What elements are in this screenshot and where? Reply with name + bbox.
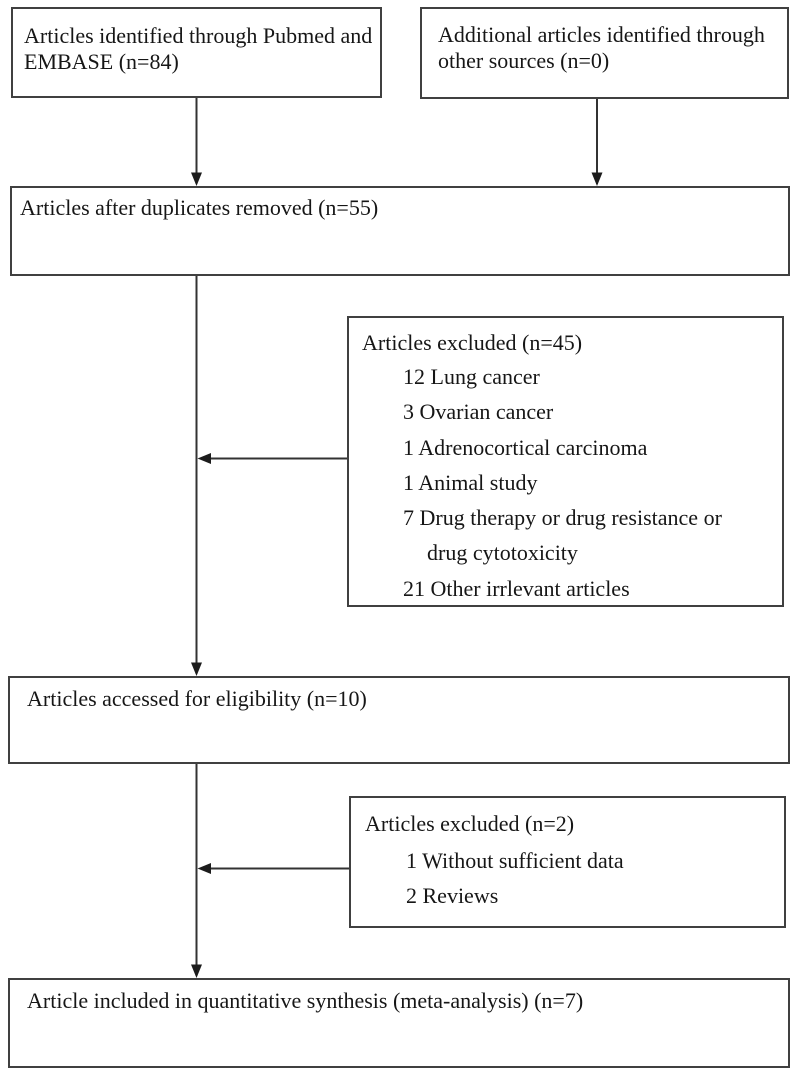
excluded-45-item: 3 Ovarian cancer [403,399,554,425]
box-articles-excluded-2: Articles excluded (n=2) 1 Without suffic… [349,796,786,928]
box-duplicates-removed: Articles after duplicates removed (n=55) [10,186,790,276]
excluded-45-item: 1 Animal study [403,469,538,495]
excluded-2-item: 2 Reviews [406,882,499,908]
excluded-45-list: 12 Lung cancer 3 Ovarian cancer 1 Adreno… [362,359,762,606]
box-articles-identified: Articles identified through Pubmed and E… [11,7,382,98]
arrowhead-excluded2 [197,863,211,874]
arrowhead-excluded45 [197,453,211,464]
arrowhead-identified-to-duplicates [191,172,202,186]
box-articles-excluded-2-heading: Articles excluded (n=2) [365,811,575,836]
arrowhead-additional-to-duplicates [591,172,603,186]
box-articles-identified-text: Articles identified through Pubmed and E… [24,23,373,74]
excluded-45-item: 21 Other irrlevant articles [403,575,630,601]
excluded-45-item: 7 Drug therapy or drug resistance or dru… [403,505,722,566]
arrowhead-eligibility-to-included [191,964,202,978]
box-included-text: Article included in quantitative synthes… [27,988,584,1013]
excluded-2-list: 1 Without sufficient data 2 Reviews [365,843,774,914]
box-eligibility: Articles accessed for eligibility (n=10) [8,676,790,764]
box-articles-excluded-45-heading: Articles excluded (n=45) [362,330,583,355]
box-additional-articles: Additional articles identified through o… [420,7,789,99]
arrowhead-duplicates-to-eligibility [191,662,202,676]
excluded-2-item: 1 Without sufficient data [406,847,624,873]
box-eligibility-text: Articles accessed for eligibility (n=10) [27,686,367,711]
box-articles-excluded-45: Articles excluded (n=45) 12 Lung cancer … [347,316,784,607]
excluded-45-item: 1 Adrenocortical carcinoma [403,434,648,460]
excluded-45-item: 12 Lung cancer [403,364,540,389]
box-additional-articles-text: Additional articles identified through o… [438,22,765,73]
box-duplicates-removed-text: Articles after duplicates removed (n=55) [20,195,379,220]
box-included: Article included in quantitative synthes… [8,978,790,1068]
